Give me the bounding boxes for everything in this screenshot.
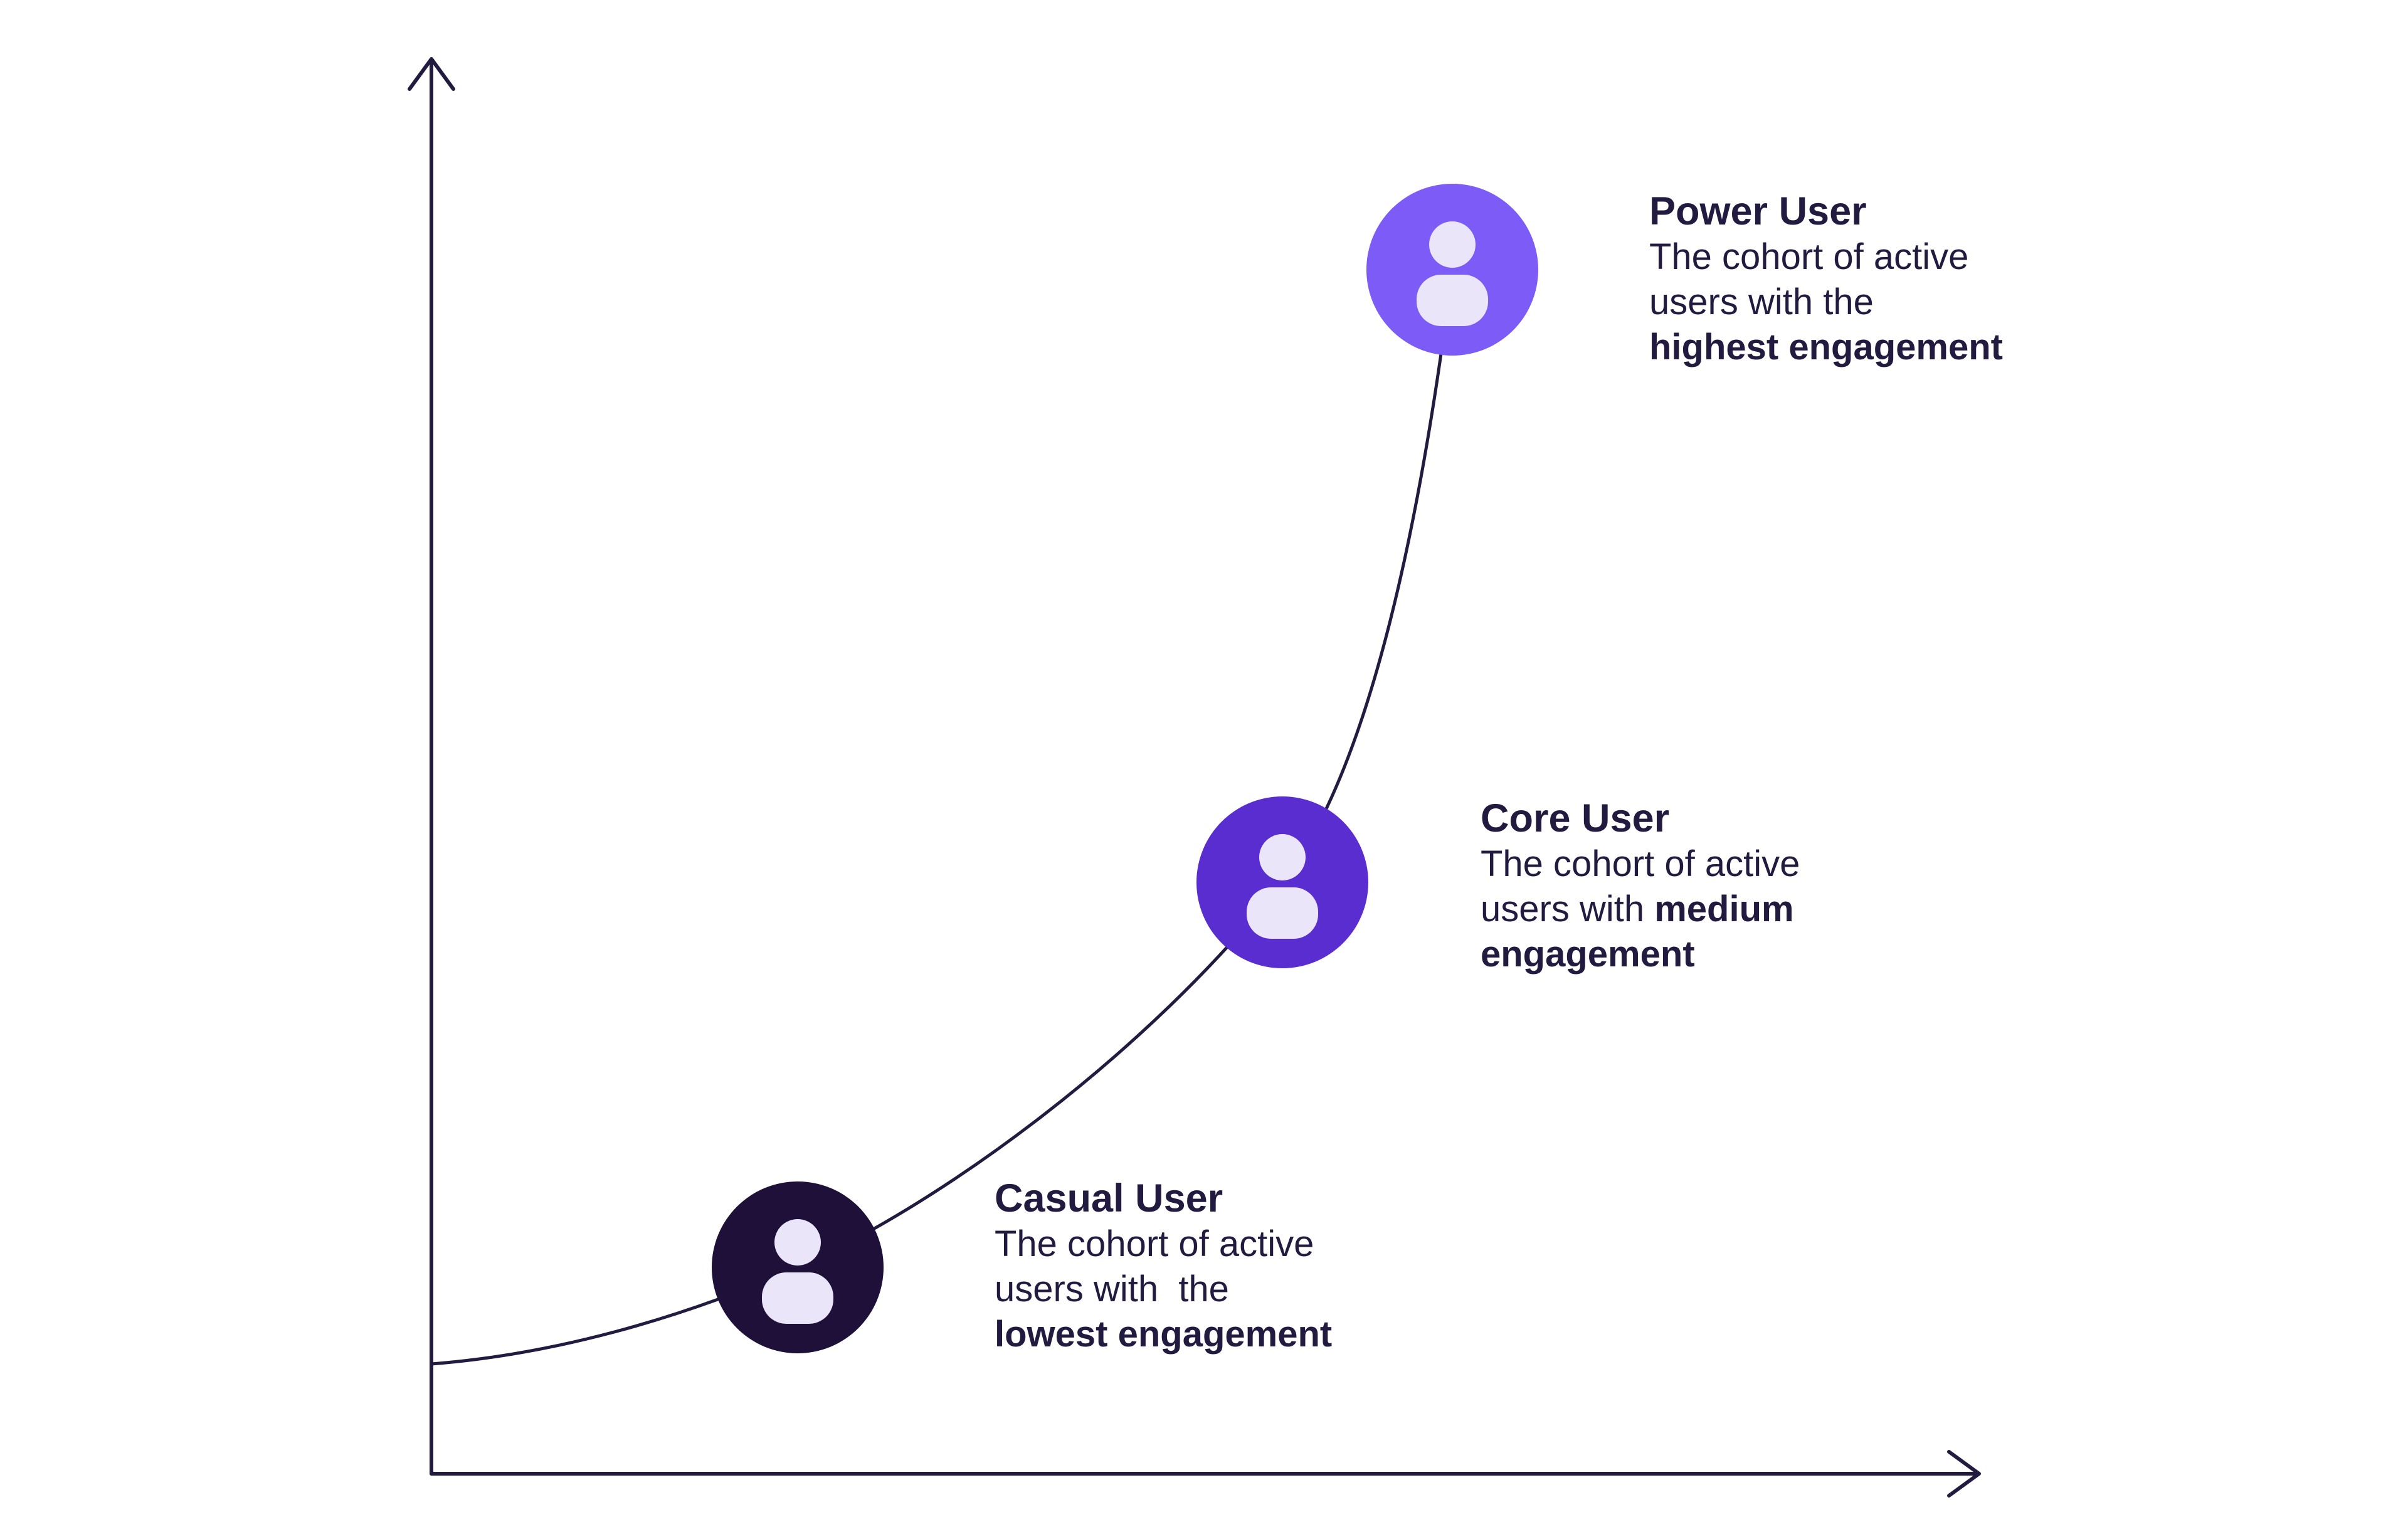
casual-user-desc-line-1: The cohort of active [995,1222,1332,1267]
casual-user-annotation: Casual User The cohort of active users w… [995,1175,1332,1357]
desc-text: The cohort of active [1481,843,1800,884]
casual-user-desc-line-2: users with the [995,1267,1332,1312]
core-user-node [1196,796,1368,968]
person-icon-head [1259,834,1306,880]
casual-user-node [712,1181,884,1353]
power-user-desc-line-3: highest engagement [1649,325,2003,370]
person-icon-body [1247,887,1318,939]
casual-user-title: Casual User [995,1176,1223,1220]
power-user-title: Power User [1649,189,1867,233]
core-user-annotation: Core User The cohort of active users wit… [1481,795,1800,977]
desc-text-bold: engagement [1481,934,1695,975]
x-axis-arrowhead-icon [1947,1450,1981,1498]
casual-user-desc-line-3: lowest engagement [995,1312,1332,1357]
person-icon-body [1417,275,1488,326]
desc-text: The cohort of active [995,1223,1314,1264]
person-icon-head [1429,221,1476,268]
core-user-title: Core User [1481,796,1670,840]
person-icon [1417,221,1488,326]
power-user-circle [1366,184,1538,356]
y-axis-arrowhead-icon [408,57,455,91]
core-user-desc-line-1: The cohort of active [1481,842,1800,887]
core-user-desc-line-3: engagement [1481,932,1800,977]
power-user-node [1366,184,1538,356]
power-user-desc-line-1: The cohort of active [1649,235,2003,280]
desc-text-bold: highest engagement [1649,327,2003,367]
power-user-annotation: Power User The cohort of active users wi… [1649,188,2003,370]
desc-text: users with [1481,889,1655,929]
core-user-circle [1196,796,1368,968]
desc-text-bold: lowest engagement [995,1314,1333,1355]
desc-text: users with the [995,1269,1229,1309]
desc-text: users with the [1649,282,1874,322]
person-icon-body [762,1272,833,1324]
person-icon-head [774,1219,821,1266]
person-icon [762,1219,833,1324]
desc-text-bold: medium [1654,889,1794,929]
growth-curve [431,269,1454,1366]
desc-text: The cohort of active [1649,236,1969,277]
person-icon [1247,834,1318,939]
core-user-desc-line-2: users with medium [1481,887,1800,932]
casual-user-circle [712,1181,884,1353]
power-user-desc-line-2: users with the [1649,280,2003,325]
